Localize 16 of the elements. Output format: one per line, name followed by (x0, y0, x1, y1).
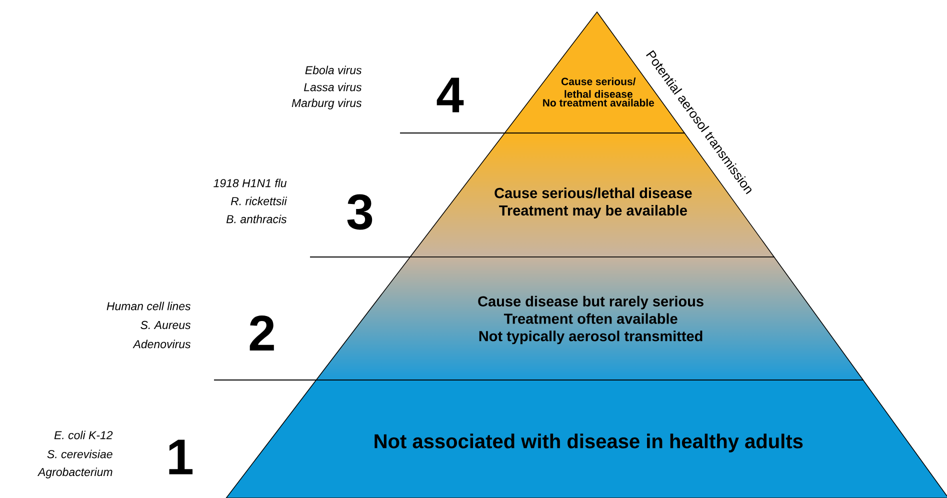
organism-name: 1918 H1N1 flu (214, 178, 287, 188)
organism-name: S. cerevisiae (47, 450, 112, 458)
organism-name: Adenovirus (132, 340, 191, 348)
organism-name: Ebola virus (305, 66, 362, 74)
level-number: 3 (347, 194, 372, 230)
organism-name: S. Aureus (140, 320, 191, 330)
level-number: 4 (436, 78, 464, 112)
organism-name: Lassa virus (304, 82, 362, 92)
organism-name: E. coli K-12 (54, 430, 113, 440)
organism-name: Marburg virus (292, 98, 362, 110)
organism-name: Agrobacterium (37, 468, 112, 478)
level-number: 1 (169, 440, 192, 474)
organism-name: Human cell lines (106, 302, 191, 310)
organism-name: R. rickettsii (230, 196, 288, 206)
level-number: 2 (250, 316, 274, 350)
organism-name: B. anthracis (226, 214, 287, 224)
